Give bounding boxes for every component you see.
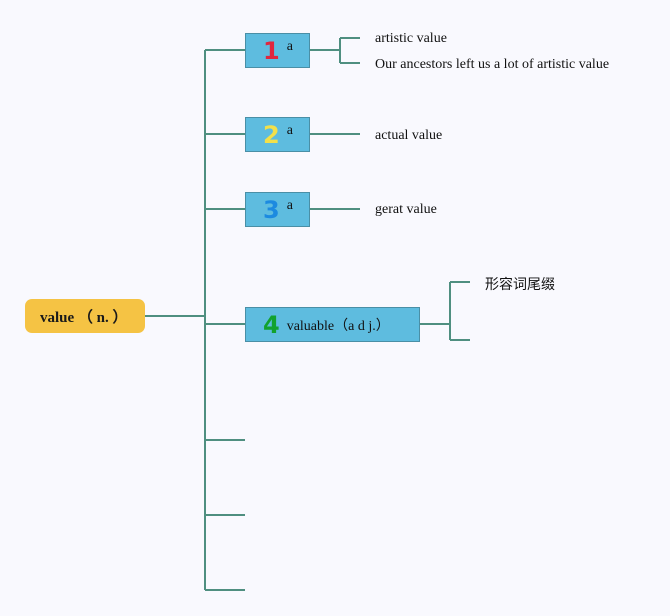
topic-2-label: a [286,122,293,138]
topic-1[interactable]: 1 a [245,33,310,68]
topic-3-label: a [286,197,293,213]
topic-2[interactable]: 2 a [245,117,310,152]
subtopic-example-sentence[interactable]: Our ancestors left us a lot of artistic … [375,57,610,72]
number-one-icon: 1 [263,36,280,65]
root-label: value （ n. ） [40,309,128,326]
subtopic-actual-value[interactable]: actual value [375,128,443,143]
number-three-icon: 3 [263,195,280,224]
root-topic[interactable]: value （ n. ） [25,299,145,333]
number-four-icon: 4 [263,310,280,339]
number-two-icon: 2 [263,120,280,149]
topic-4-label: valuable（a d j.） [286,318,390,334]
subtopic-artistic-value[interactable]: artistic value [375,31,447,46]
subtopic-adjective-suffix[interactable]: 形容词尾缀 [485,277,555,293]
topic-4[interactable]: 4 valuable（a d j.） [245,307,420,342]
subtopic-gerat-value[interactable]: gerat value [375,202,437,217]
topic-3[interactable]: 3 a [245,192,310,227]
topic-1-label: a [286,38,293,54]
